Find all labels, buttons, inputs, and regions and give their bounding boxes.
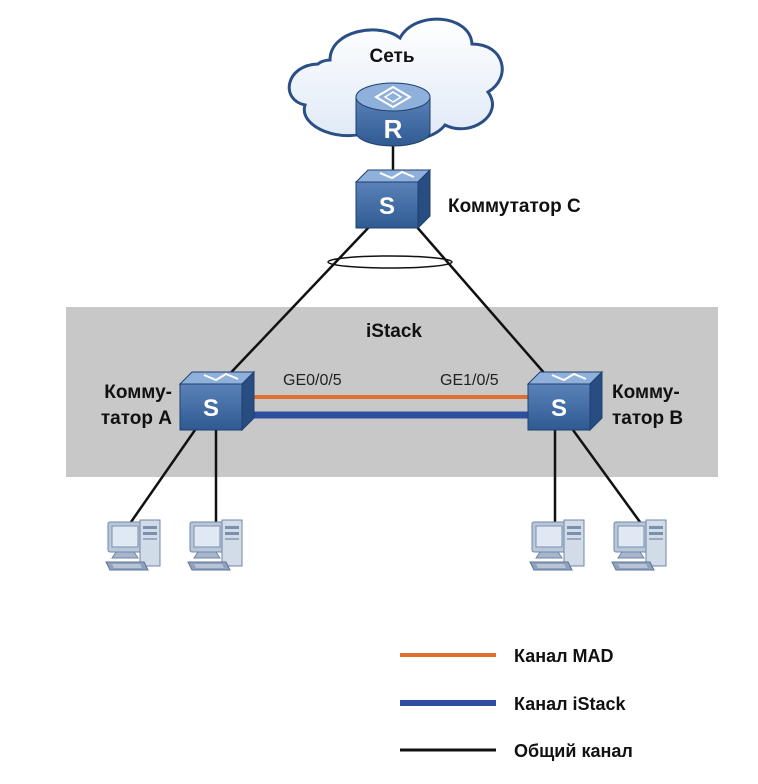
common-links xyxy=(129,138,642,523)
legend-label-common: Общий канал xyxy=(514,741,633,761)
switch-b-label-line2: татор B xyxy=(612,408,683,429)
router-letter: R xyxy=(384,114,403,144)
link-aggregation-ellipse xyxy=(327,255,453,269)
port-label-b: GE1/0/5 xyxy=(440,372,499,389)
legend-label-istack: Канал iStack xyxy=(514,694,627,714)
port-label-a: GE0/0/5 xyxy=(283,372,342,389)
switch-c-letter: S xyxy=(379,193,395,220)
switch-a-icon: S xyxy=(178,370,256,432)
switch-b-icon: S xyxy=(526,370,604,432)
pc-icon xyxy=(529,519,585,571)
istack-label: iStack xyxy=(366,321,422,342)
router-icon: R xyxy=(355,82,431,147)
legend: Канал MAD Канал iStack Общий канал xyxy=(400,646,633,761)
switch-a-label-line1: Комму- xyxy=(104,382,172,403)
pc-icon xyxy=(105,519,161,571)
switch-a-label-line2: татор A xyxy=(101,408,172,429)
istack-area xyxy=(66,307,718,477)
pc-icon xyxy=(611,519,667,571)
switch-b-label-line1: Комму- xyxy=(612,382,680,403)
switch-b-letter: S xyxy=(551,395,567,422)
switch-c-label: Коммутатор C xyxy=(448,196,581,217)
switch-c-icon: S xyxy=(354,168,432,230)
pc-icon xyxy=(187,519,243,571)
switch-a-letter: S xyxy=(203,395,219,422)
network-cloud: Сеть xyxy=(287,17,504,143)
network-label: Сеть xyxy=(369,46,414,67)
legend-label-mad: Канал MAD xyxy=(514,646,614,666)
